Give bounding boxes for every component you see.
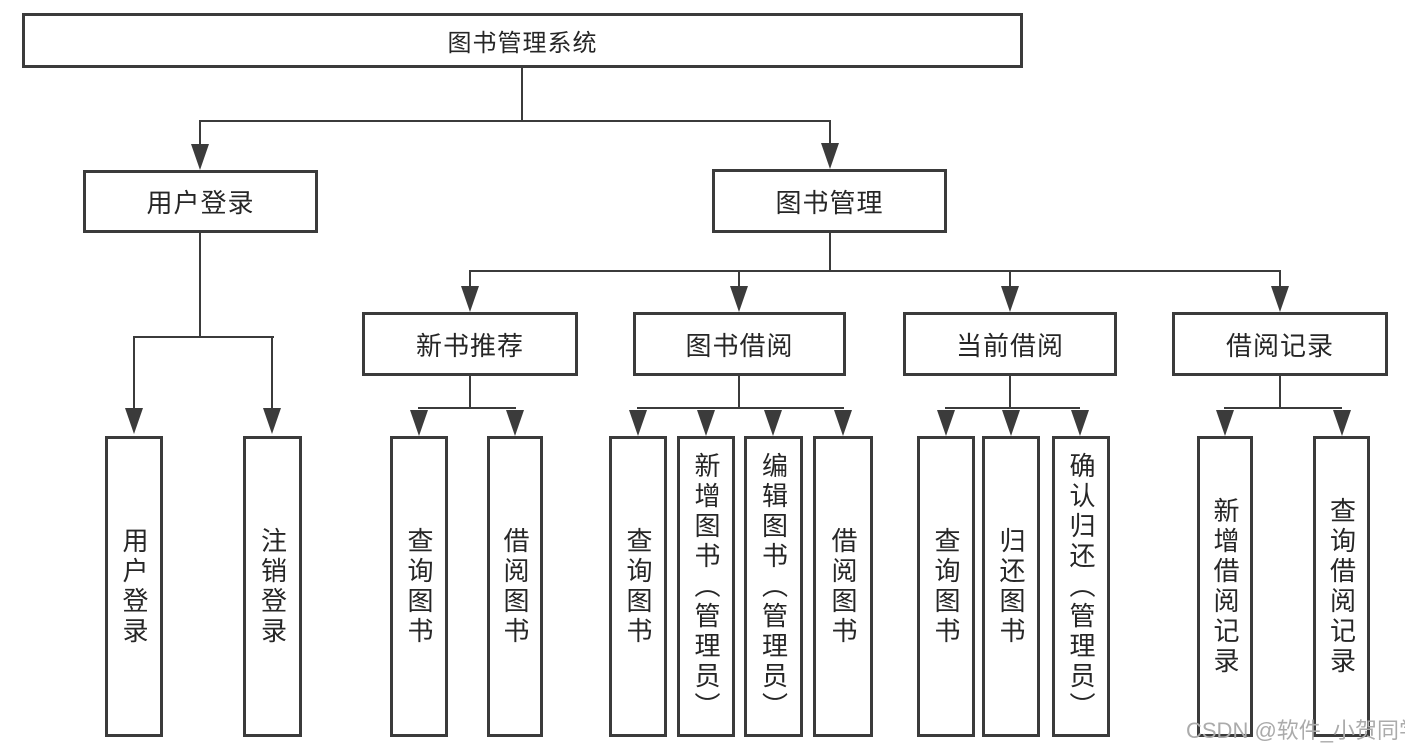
leaf-query-books-recommend: 查询图书 [390, 436, 448, 737]
connector-line [199, 121, 201, 146]
node-label: 当前借阅 [955, 330, 1064, 361]
arrowhead-down-icon [263, 408, 281, 434]
leaf-query-borrow-record: 查询借阅记录 [1313, 436, 1370, 737]
connector-line [1009, 376, 1011, 409]
connector-line [1224, 407, 1342, 409]
connector-line [469, 376, 471, 409]
connector-line [945, 407, 1080, 409]
leaf-label: 归还图书 [996, 526, 1026, 647]
connector-line [469, 271, 471, 288]
leaf-add-books-admin: 新增图书（管理员） [677, 436, 735, 737]
arrowhead-down-icon [730, 286, 748, 312]
leaf-logout: 注销登录 [243, 436, 302, 737]
arrowhead-down-icon [764, 410, 782, 436]
arrowhead-down-icon [1271, 286, 1289, 312]
arrowhead-down-icon [834, 410, 852, 436]
connector-line [418, 407, 516, 409]
leaf-return-books: 归还图书 [982, 436, 1040, 737]
leaf-borrow-books: 借阅图书 [813, 436, 873, 737]
leaf-label: 查询图书 [623, 526, 653, 647]
connector-line [133, 336, 274, 338]
connector-line [521, 68, 523, 121]
connector-line [199, 233, 201, 338]
leaf-borrow-books-recommend: 借阅图书 [487, 436, 543, 737]
connector-line [829, 233, 831, 272]
connector-line [1009, 271, 1011, 288]
leaf-label: 注销登录 [257, 526, 288, 647]
leaf-query-books-borrow: 查询图书 [609, 436, 667, 737]
node-label: 图书管理系统 [447, 30, 598, 57]
arrowhead-down-icon [1216, 410, 1234, 436]
leaf-label: 查询图书 [404, 526, 434, 647]
node-label: 用户登录 [146, 188, 255, 218]
node-book-management: 图书管理 [712, 169, 947, 233]
node-label: 图书借阅 [685, 330, 794, 361]
arrowhead-down-icon [821, 143, 839, 169]
leaf-label: 用户登录 [119, 526, 149, 647]
node-new-book-recommendation: 新书推荐 [362, 312, 578, 376]
connector-line [1279, 376, 1281, 409]
leaf-user-login: 用户登录 [105, 436, 163, 737]
arrowhead-down-icon [629, 410, 647, 436]
leaf-label: 确认归还（管理员） [1066, 451, 1096, 722]
connector-line [1279, 271, 1281, 288]
connector-line [637, 407, 844, 409]
connector-line [199, 120, 831, 122]
leaf-label: 借阅图书 [828, 526, 858, 647]
node-current-borrowing: 当前借阅 [903, 312, 1117, 376]
node-library-management-system: 图书管理系统 [22, 13, 1023, 68]
leaf-label: 新增借阅记录 [1210, 496, 1240, 677]
arrowhead-down-icon [506, 410, 524, 436]
node-book-borrowing: 图书借阅 [633, 312, 846, 376]
arrowhead-down-icon [125, 408, 143, 434]
arrowhead-down-icon [937, 410, 955, 436]
watermark: CSDN @软件_小贺同学 [1186, 718, 1405, 743]
leaf-confirm-return-admin: 确认归还（管理员） [1052, 436, 1110, 737]
connector-line [271, 337, 273, 410]
node-label: 借阅记录 [1225, 330, 1334, 361]
arrowhead-down-icon [1001, 286, 1019, 312]
node-label: 新书推荐 [415, 330, 524, 361]
connector-line [469, 270, 1281, 272]
arrowhead-down-icon [1333, 410, 1351, 436]
leaf-label: 新增图书（管理员） [691, 451, 721, 722]
arrowhead-down-icon [191, 144, 209, 170]
arrowhead-down-icon [697, 410, 715, 436]
leaf-label: 编辑图书（管理员） [758, 451, 789, 722]
arrowhead-down-icon [461, 286, 479, 312]
arrowhead-down-icon [1071, 410, 1089, 436]
connector-line [829, 121, 831, 146]
leaf-edit-books-admin: 编辑图书（管理员） [744, 436, 803, 737]
arrowhead-down-icon [1002, 410, 1020, 436]
connector-line [738, 271, 740, 288]
arrowhead-down-icon [410, 410, 428, 436]
node-user-login: 用户登录 [83, 170, 318, 233]
connector-line [133, 337, 135, 410]
leaf-query-books-current: 查询图书 [917, 436, 975, 737]
node-label: 图书管理 [775, 187, 884, 218]
node-borrowing-records: 借阅记录 [1172, 312, 1388, 376]
connector-line [738, 376, 740, 409]
leaf-label: 借阅图书 [500, 526, 530, 647]
leaf-label: 查询借阅记录 [1326, 496, 1357, 677]
leaf-label: 查询图书 [931, 526, 961, 647]
leaf-add-borrow-record: 新增借阅记录 [1197, 436, 1253, 737]
